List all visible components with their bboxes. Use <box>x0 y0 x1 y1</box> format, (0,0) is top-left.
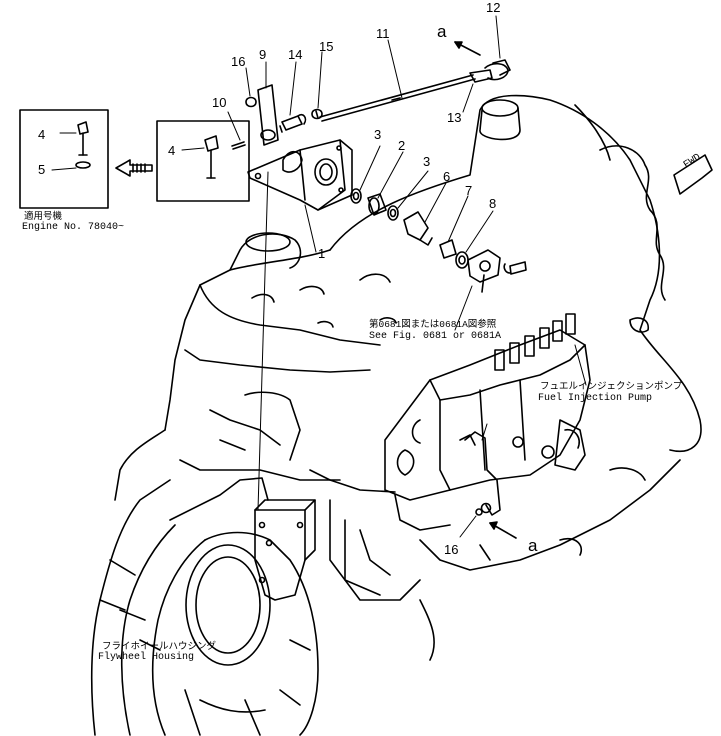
flywheel-housing <box>90 479 319 736</box>
callout-13: 13 <box>447 110 462 125</box>
callout-11: 11 <box>376 26 390 41</box>
pump-label-en: Fuel Injection Pump <box>538 393 653 404</box>
fuel-injection-pump <box>384 313 591 516</box>
callout-a-top: a <box>437 22 447 41</box>
callout-a-bottom: a <box>528 536 538 555</box>
small-parts-top <box>231 84 323 150</box>
leader-lines <box>51 15 587 538</box>
pump-label-jp: フュエルインジェクションポンプ <box>540 381 683 392</box>
callout-7: 7 <box>465 183 473 198</box>
callout-10: 10 <box>212 95 227 110</box>
callout-4a: 4 <box>38 127 46 142</box>
callout-3b: 3 <box>423 154 431 169</box>
callout-14: 14 <box>288 47 303 62</box>
callout-8: 8 <box>489 196 497 211</box>
callout-16b: 16 <box>444 542 459 557</box>
applicable-note-jp: 適用号機 <box>24 211 63 222</box>
callout-3a: 3 <box>374 127 382 142</box>
callout-4b: 4 <box>168 143 176 158</box>
callout-12: 12 <box>486 0 501 15</box>
stop-cable <box>319 59 511 122</box>
callout-2: 2 <box>398 138 406 153</box>
arrows <box>115 41 713 539</box>
flywheel-label-en: Flywheel Housing <box>98 652 195 663</box>
bracket-assembly <box>247 139 353 211</box>
small-parts-middle <box>350 188 527 293</box>
callout-9: 9 <box>259 47 267 62</box>
callout-5: 5 <box>38 162 46 177</box>
engine-block <box>114 94 702 661</box>
callout-16a: 16 <box>231 54 246 69</box>
detail-boxes <box>19 109 250 209</box>
flywheel-label-jp: フライホイールハウジング <box>102 641 217 652</box>
see-fig-note-jp: 第0681図または0681A図参照 <box>369 319 497 330</box>
callout-15: 15 <box>319 39 334 54</box>
callout-1: 1 <box>318 246 326 261</box>
callout-6: 6 <box>443 169 451 184</box>
engine-number-note: Engine No. 78040~ <box>22 222 125 233</box>
see-fig-note-en: See Fig. 0681 or 0681A <box>369 331 502 342</box>
